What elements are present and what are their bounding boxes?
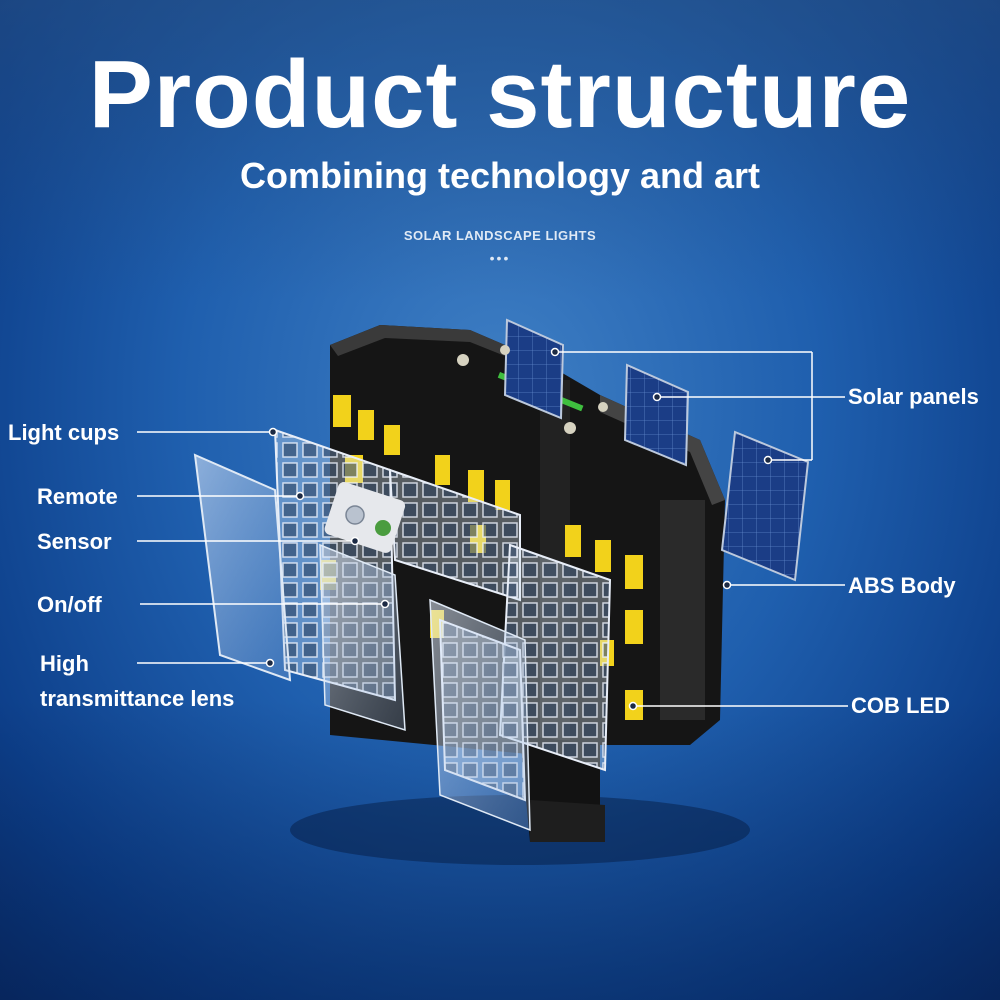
decorative-dots: •••: [489, 250, 511, 266]
label-solar-panels: Solar panels: [848, 384, 979, 409]
screws: [457, 345, 608, 434]
transmittance-lens: [193, 453, 531, 832]
solar-panels: [503, 318, 810, 582]
tagline: SOLAR LANDSCAPE LIGHTS: [403, 228, 597, 243]
callout-lines: [137, 347, 848, 711]
label-remote: Remote: [37, 484, 118, 509]
page-subtitle: Combining technology and art: [240, 155, 760, 196]
label-abs-body: ABS Body: [848, 573, 956, 598]
label-light-cups: Light cups: [8, 420, 120, 445]
label-transmittance-lens: transmittance lens: [40, 686, 235, 711]
label-on-off: On/off: [37, 592, 102, 617]
sensor-module: [324, 482, 406, 553]
label-cob-led: COB LED: [851, 693, 950, 718]
floor-shadow: [290, 795, 750, 865]
page-title: Product structure: [88, 41, 912, 148]
label-sensor: Sensor: [37, 529, 112, 554]
label-high: High: [40, 651, 89, 676]
